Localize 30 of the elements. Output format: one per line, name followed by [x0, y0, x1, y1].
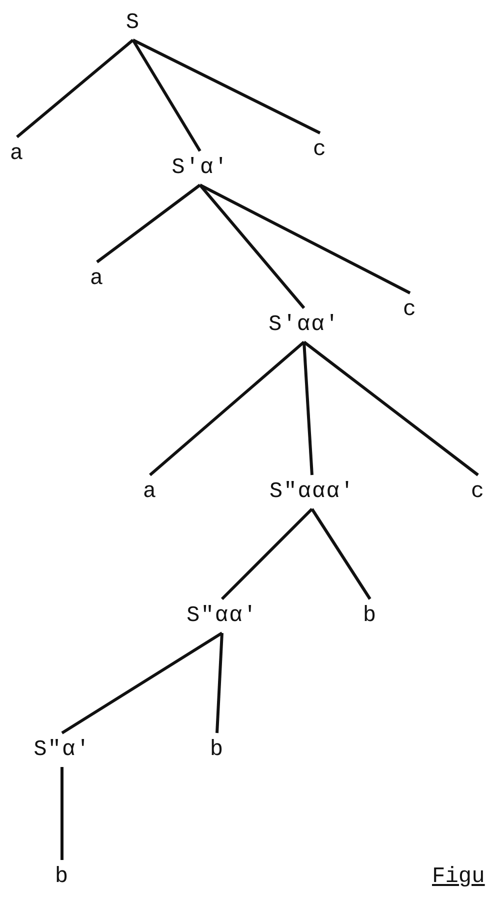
tree-branch-line — [149, 340, 305, 476]
tree-branch-line — [60, 767, 64, 860]
tree-node-label: S″α′ — [32, 733, 92, 767]
tree-node-label: b — [52, 860, 72, 894]
tree-branch-line — [16, 38, 134, 138]
tree-node-label: a — [8, 137, 26, 171]
tree-node-label: c — [400, 293, 420, 327]
tree-branch-line — [132, 38, 321, 134]
tree-branch-line — [61, 632, 223, 734]
tree-node-label: S″ααα′ — [267, 475, 357, 509]
tree-branch-line — [303, 340, 479, 476]
tree-node-label: S′α′ — [170, 151, 230, 185]
tree-branch-line — [132, 39, 202, 152]
tree-branch-line — [216, 632, 224, 734]
tree-node-label: c — [468, 475, 488, 509]
tree-node-label: S — [124, 6, 142, 40]
tree-node-label: b — [360, 599, 380, 633]
tree-node-label: S″αα′ — [184, 599, 260, 633]
figure-caption: Figu — [432, 865, 485, 889]
tree-branch-line — [199, 184, 411, 294]
tree-node-label: b — [208, 733, 226, 767]
tree-node-label: S′αα′ — [266, 308, 342, 342]
tree-branch-line — [198, 184, 306, 309]
tree-branch-line — [96, 184, 201, 264]
tree-branch-line — [220, 508, 314, 600]
tree-branch-line — [310, 508, 372, 600]
tree-node-label: a — [140, 475, 160, 509]
tree-node-label: c — [310, 133, 330, 167]
tree-node-label: a — [88, 262, 106, 296]
tree-branch-line — [302, 342, 314, 476]
